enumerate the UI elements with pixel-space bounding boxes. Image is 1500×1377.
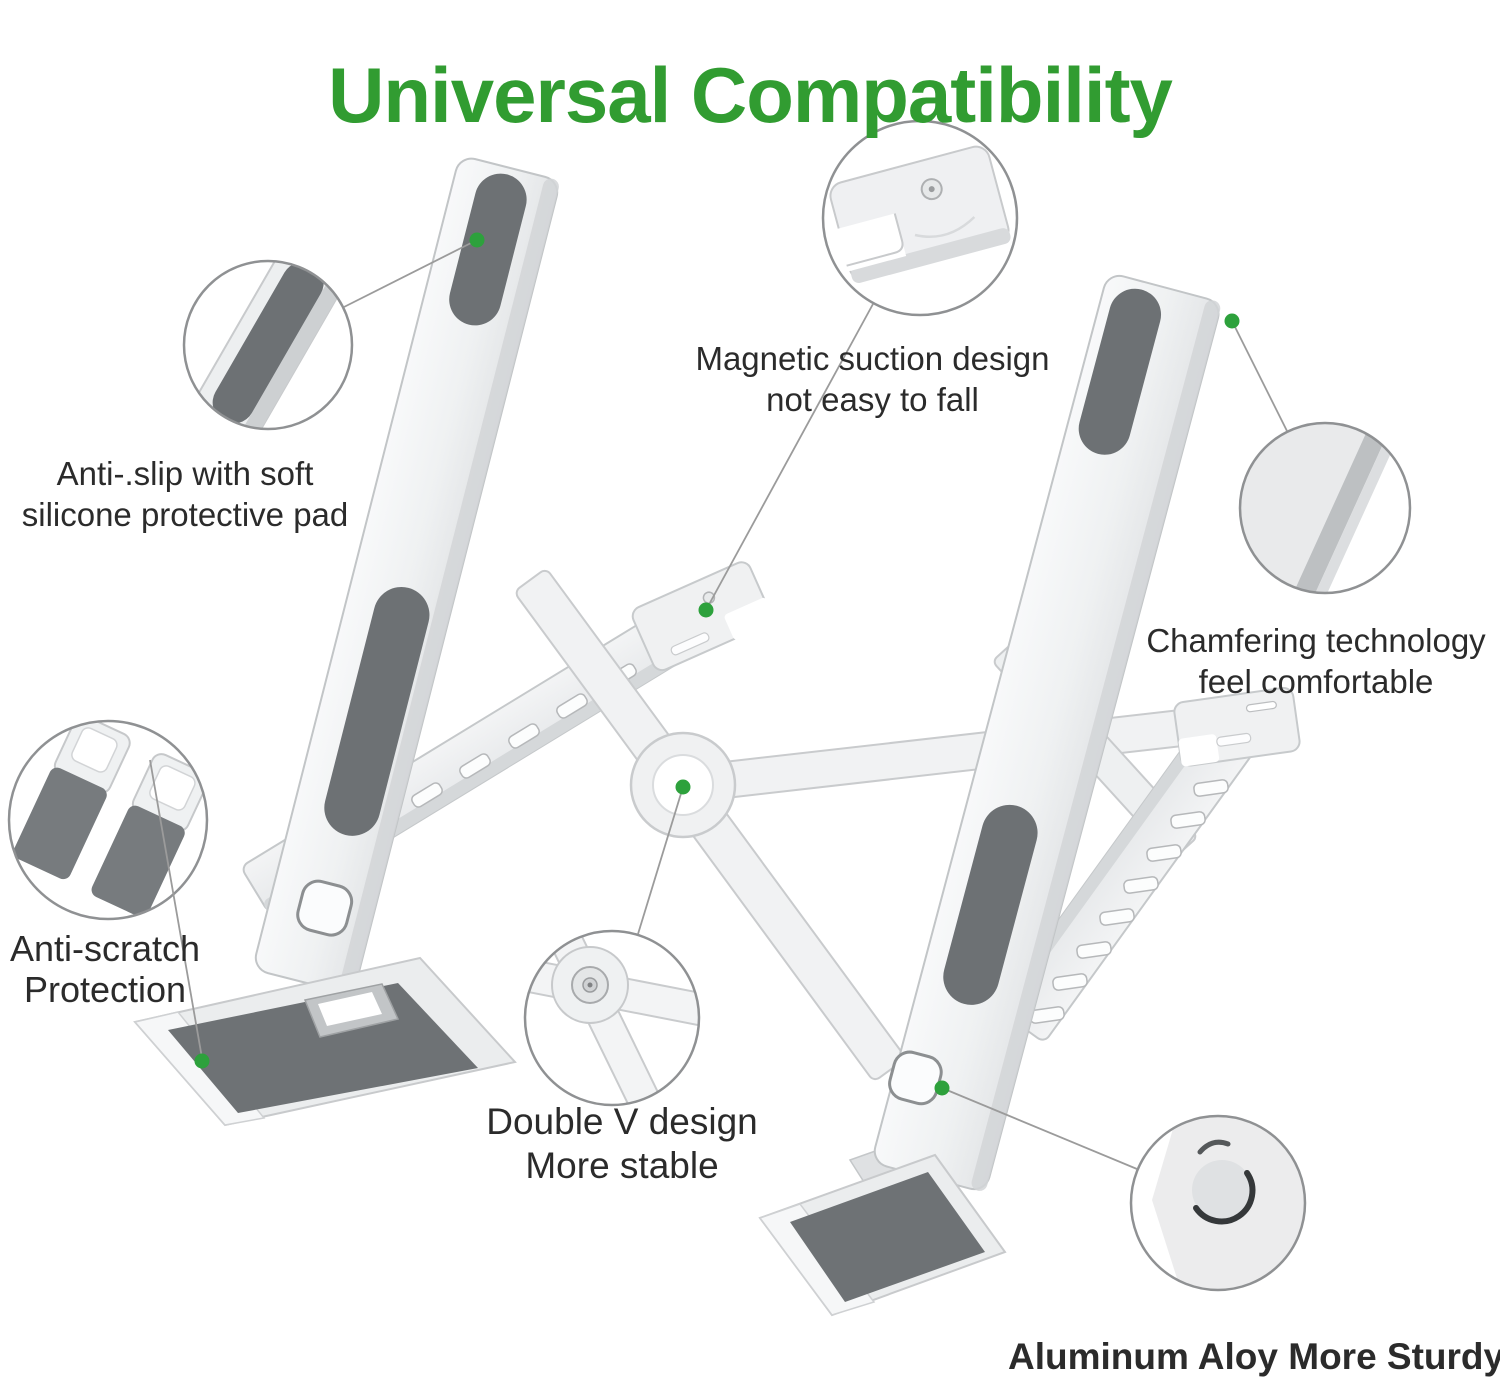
arm-cutout bbox=[296, 879, 354, 937]
callout-double-v-line1: Double V design bbox=[486, 1101, 758, 1142]
left-arm bbox=[133, 157, 559, 1127]
detail-circle-anti-scratch bbox=[7, 719, 209, 921]
left-foot bbox=[133, 956, 517, 1127]
green-marker-dot-chamfering bbox=[1224, 313, 1240, 329]
right-rail-plate bbox=[1173, 686, 1301, 767]
silicone-pad-mid bbox=[943, 804, 1038, 1005]
leader-line-chamfering bbox=[1231, 320, 1288, 432]
callout-magnetic: Magnetic suction design not easy to fall bbox=[670, 338, 1075, 420]
foot-pad bbox=[168, 983, 478, 1113]
callout-anti-scratch: Anti-scratch Protection bbox=[0, 928, 210, 1010]
green-marker-dot-double-v bbox=[675, 779, 691, 795]
callout-chamfering-line1: Chamfering technology bbox=[1146, 622, 1486, 659]
callout-chamfering: Chamfering technology feel comfortable bbox=[1120, 620, 1500, 702]
detail-circle-double-v bbox=[523, 929, 701, 1107]
page-title: Universal Compatibility bbox=[328, 51, 1173, 140]
callout-double-v: Double V design More stable bbox=[446, 1100, 798, 1188]
leader-line-magnetic bbox=[705, 303, 874, 611]
detail-circle-chamfering bbox=[1238, 421, 1412, 595]
leader-line-anti-scratch bbox=[149, 759, 203, 1059]
green-marker-dot-anti-scratch bbox=[194, 1053, 210, 1069]
callout-anti-scratch-line1: Anti-scratch bbox=[9, 928, 201, 969]
leader-line-anti-slip bbox=[343, 239, 478, 308]
silicone-pad-top bbox=[1078, 288, 1162, 455]
callout-anti-slip-line2: silicone protective pad bbox=[21, 496, 349, 533]
callout-chamfering-line2: feel comfortable bbox=[1198, 663, 1434, 700]
detail-circle-anti-slip bbox=[182, 259, 354, 431]
silicone-pad-top bbox=[449, 173, 527, 326]
callout-magnetic-line1: Magnetic suction design bbox=[695, 340, 1050, 377]
right-foot bbox=[758, 1153, 1007, 1317]
leader-line-double-v bbox=[637, 786, 684, 935]
foot-pad bbox=[790, 1172, 985, 1302]
callout-aluminum: Aluminum Aloy More Sturdy bbox=[1008, 1335, 1500, 1377]
callout-magnetic-line2: not easy to fall bbox=[766, 381, 979, 418]
marker-dots bbox=[194, 232, 1240, 1096]
stand-body bbox=[133, 157, 1301, 1317]
green-marker-dot-magnetic bbox=[698, 602, 714, 618]
detail-circle-aluminum bbox=[1129, 1114, 1307, 1292]
callout-anti-scratch-line2: Protection bbox=[23, 969, 187, 1010]
right-arm bbox=[758, 274, 1221, 1317]
green-marker-dot-aluminum bbox=[934, 1080, 950, 1096]
green-marker-dot-anti-slip bbox=[469, 232, 485, 248]
leader-line-aluminum bbox=[941, 1087, 1138, 1170]
leader-lines bbox=[149, 239, 1288, 1170]
callout-anti-slip: Anti-.slip with soft silicone protective… bbox=[5, 453, 365, 535]
callout-aluminum-line1: Aluminum Aloy More Sturdy bbox=[1008, 1336, 1500, 1377]
detail-circle-magnetic bbox=[821, 119, 1019, 317]
callout-anti-slip-line1: Anti-.slip with soft bbox=[56, 455, 314, 492]
silicone-pad-mid bbox=[324, 586, 430, 836]
callout-double-v-line2: More stable bbox=[525, 1145, 719, 1186]
